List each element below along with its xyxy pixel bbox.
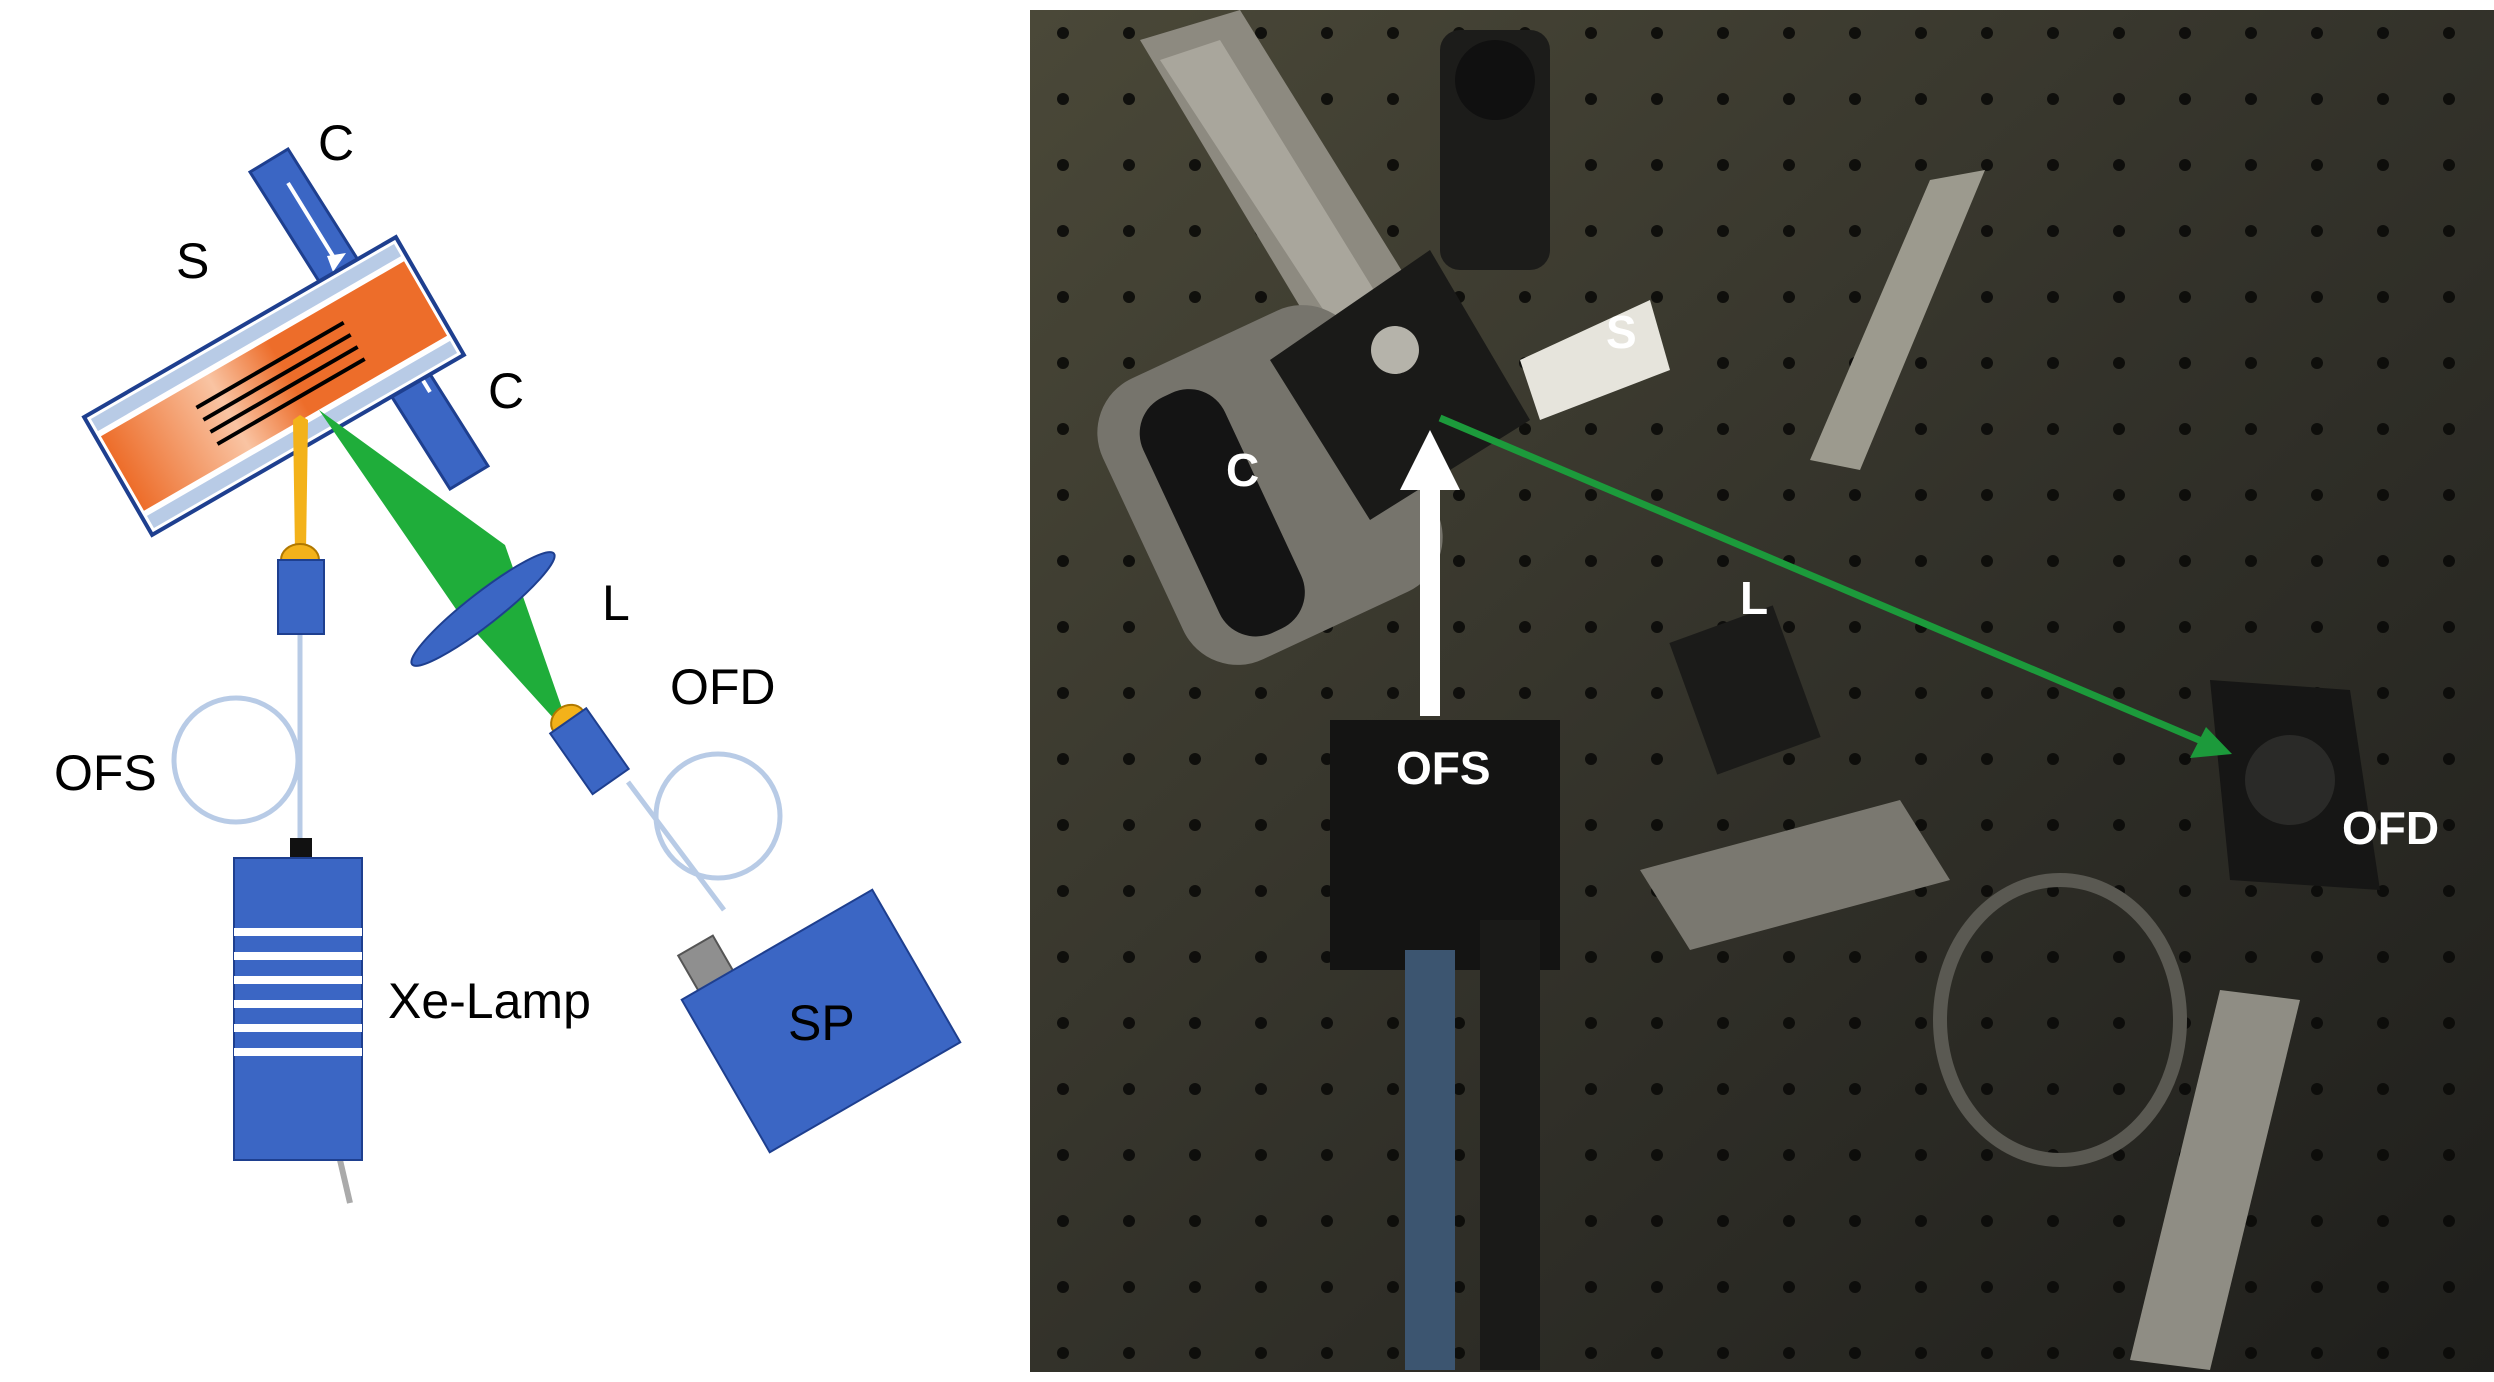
fibers: [171, 634, 783, 1204]
ofd-fiber-head: [548, 703, 631, 796]
photo-sample-mount: [1270, 250, 1670, 520]
spectrometer: [676, 888, 962, 1154]
illumination-beam: [293, 415, 308, 552]
lens: [410, 551, 556, 667]
photo-excitation-arrow: [1400, 430, 1460, 716]
photo-detection-beam: [1438, 414, 2232, 758]
photo-micrometer: [1140, 10, 1420, 340]
photo-ofd-mount: [2130, 680, 2380, 1370]
label-cooler-bottom: C: [488, 363, 524, 419]
photo-label-ofs: OFS: [1396, 742, 1491, 794]
label-ofs: OFS: [54, 745, 157, 801]
label-xe-lamp: Xe-Lamp: [388, 973, 591, 1029]
photo-post-top: [1440, 30, 1550, 270]
label-lens: L: [602, 575, 630, 631]
photo-label-cooler: C: [1226, 444, 1259, 496]
schematic-diagram: C S C L OFD OFS Xe-Lamp SP: [54, 115, 962, 1204]
photo-ring: [1933, 873, 2187, 1167]
photo-label-ofd: OFD: [2342, 802, 2439, 854]
ofs-fiber-head: [277, 543, 325, 635]
photo-ofs-mount: [1330, 720, 1560, 1370]
label-sample: S: [176, 233, 209, 289]
xe-lamp: [233, 838, 363, 1161]
photo-block: [1640, 800, 1950, 950]
label-cooler-top: C: [318, 115, 354, 171]
collection-beam: [319, 410, 565, 721]
label-ofd: OFD: [670, 659, 776, 715]
sample-grating: [195, 320, 366, 446]
photo-label-lens: L: [1740, 572, 1768, 624]
label-spectrometer: SP: [788, 995, 855, 1051]
photo-lens-post: [1669, 170, 1985, 775]
setup-photo: S C L OFS OFD: [1030, 10, 2494, 1372]
photo-label-sample: S: [1606, 306, 1637, 358]
